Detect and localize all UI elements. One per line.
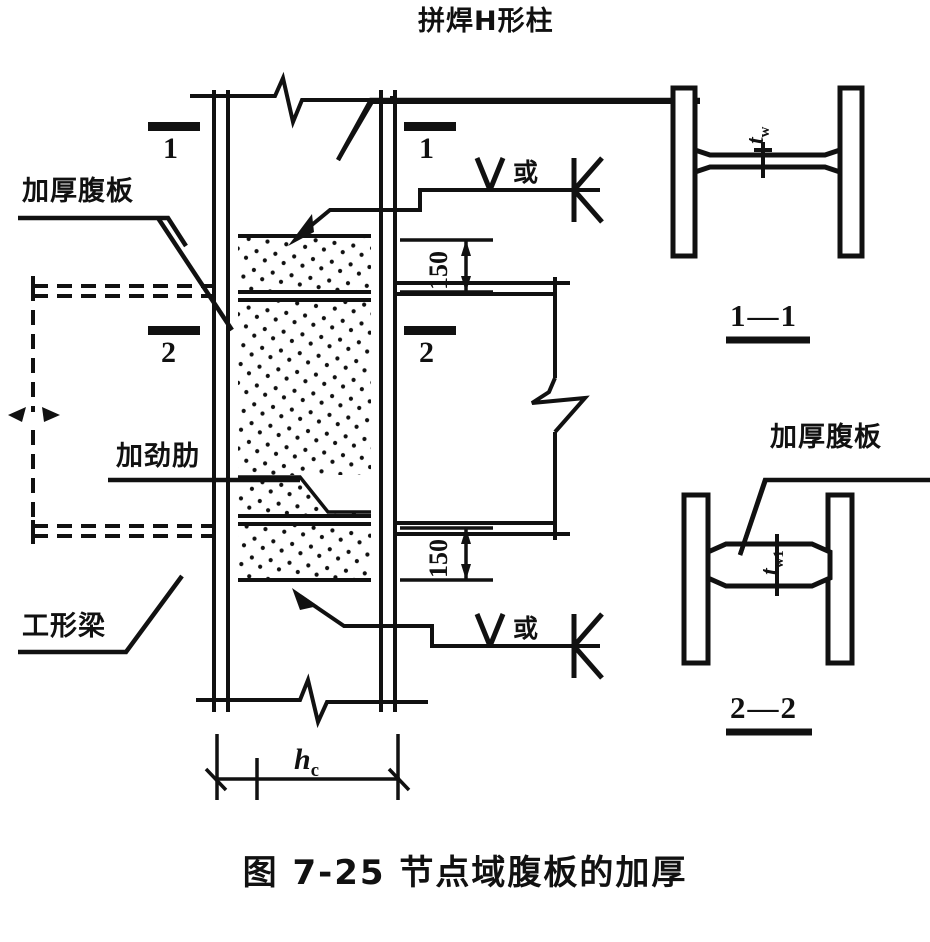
weld-symbol-bottom [474, 612, 604, 680]
dimension-label-hc: hc [294, 745, 319, 781]
left-beam-dashed [31, 284, 214, 538]
weld-symbol-top-or-text: 或 [513, 158, 539, 187]
section-mark-label-2-left: 2 [161, 336, 176, 369]
leader-weld-bottom-arrow [298, 594, 600, 648]
hatch-main-panel [238, 300, 371, 475]
dimension-150-top-arrows [461, 240, 471, 292]
column-bottom-break-line [196, 673, 428, 729]
tw-subscript: w [756, 126, 773, 138]
leader-column-label [336, 96, 700, 162]
section-2-2-thickened-web-note: 加厚腹板 [770, 422, 882, 453]
section-1-1-left-flange [670, 85, 698, 259]
leader-section-2-2-note2 [737, 478, 769, 556]
section-1-1-tw-dimension [754, 142, 772, 178]
arrowhead-weld-bottom [292, 588, 318, 610]
section-1-1-drawing [670, 85, 865, 344]
leader-column-label-simple [336, 97, 700, 162]
right-beam-break-line [530, 377, 590, 434]
right-beam-outline [395, 277, 570, 540]
section-1-1-web [692, 146, 843, 176]
section-mark-label-2-right: 2 [419, 336, 434, 369]
section-2-2-drawing [681, 477, 930, 736]
hatch-lower-panel [238, 524, 371, 580]
hc-symbol: h [294, 743, 311, 776]
section-cut-mark-1-right [404, 122, 456, 131]
section-mark-label-1-right: 1 [419, 132, 434, 165]
left-beam-break-marks [8, 407, 60, 422]
section-2-2-web-thickness-label: tw1 [757, 550, 787, 575]
weld-symbol-top [474, 156, 604, 224]
tw-symbol: t [743, 137, 769, 144]
dimension-hc [204, 734, 411, 800]
section-1-1-title: 1—1 [730, 298, 798, 333]
leader-thickened-web-label [18, 215, 188, 248]
label-thickened-web: 加厚腹板 [22, 176, 134, 207]
section-cut-mark-1-left [148, 122, 200, 131]
section-2-2-left-flange [681, 492, 711, 666]
tw1-subscript: w1 [770, 550, 787, 569]
section-mark-label-1-left: 1 [163, 132, 178, 165]
section-2-2-tw1-dimension [768, 534, 787, 596]
hatch-stiffener-panel [238, 477, 371, 516]
label-stiffener: 加劲肋 [116, 441, 200, 472]
dimension-150-bottom-arrows [461, 528, 471, 580]
section-2-2-title: 2—2 [730, 690, 798, 725]
leader-weld-top-arrow [294, 188, 600, 240]
arrowhead-weld-top [288, 214, 314, 246]
weld-symbol-bottom-or-text: 或 [513, 614, 539, 643]
tw1-symbol: t [757, 568, 783, 575]
dimension-label-150-bottom: 150 [424, 539, 453, 578]
column-left-flange [212, 90, 230, 712]
section-cut-mark-2-left [148, 326, 200, 335]
leader-beam-label [18, 574, 184, 655]
section-1-1-right-flange [837, 85, 865, 259]
section-1-1-web-thickness-label: tw [743, 126, 773, 144]
hatch-upper-panel [238, 236, 371, 292]
hc-subscript: c [310, 760, 319, 781]
section-cut-mark-2-right [404, 326, 456, 335]
thickened-web-hatch-group [238, 236, 371, 580]
label-i-beam: 工形梁 [22, 611, 106, 642]
leader-thickened-web-diagonal [156, 216, 234, 332]
column-top-break-line [190, 71, 420, 129]
dimension-label-150-top: 150 [424, 251, 453, 290]
column-right-flange [379, 90, 397, 712]
label-welded-h-column: 拼焊H形柱 [418, 6, 554, 37]
figure-caption: 图 7-25 节点域腹板的加厚 [242, 853, 688, 893]
